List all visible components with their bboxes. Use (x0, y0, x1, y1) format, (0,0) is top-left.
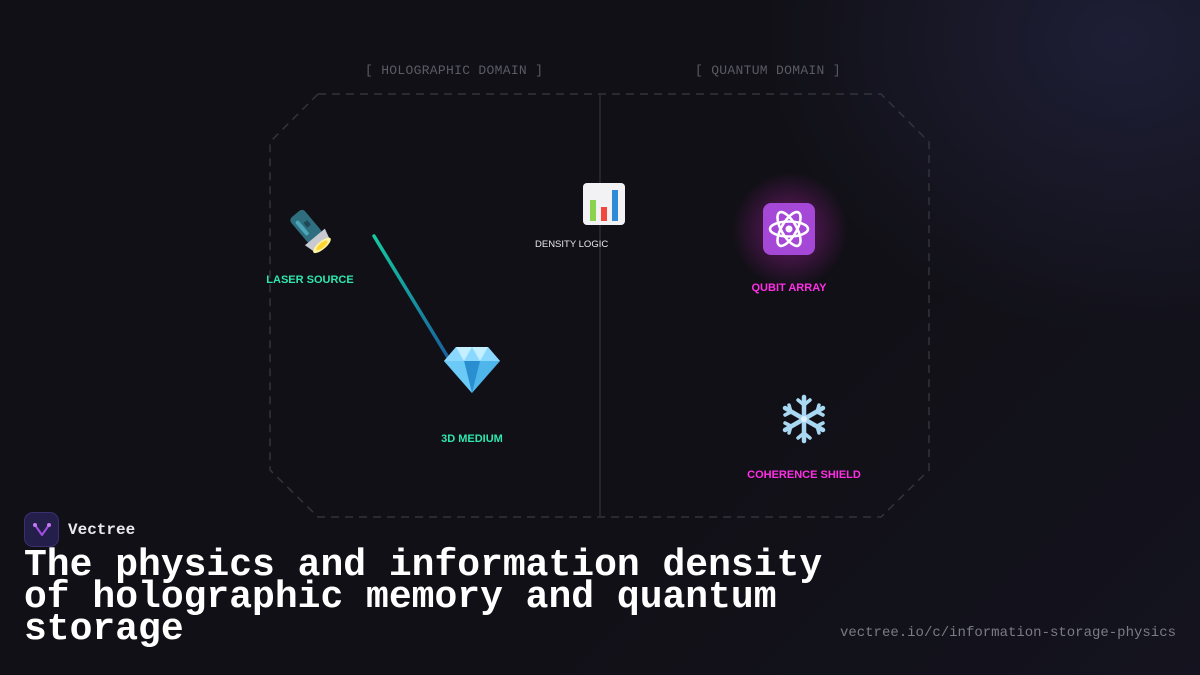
vectree-logo-icon (24, 512, 59, 547)
coherence-shield-node: COHERENCE SHIELD (734, 394, 874, 481)
coherence-shield-label: COHERENCE SHIELD (747, 469, 861, 481)
laser-source-label: LASER SOURCE (266, 274, 354, 286)
laser-source-node: LASER SOURCE (250, 200, 370, 286)
page-title: The physics and information density of h… (24, 544, 823, 651)
3d-medium-node: 3D MEDIUM (417, 343, 527, 445)
brand: Vectree (24, 512, 135, 547)
snowflake-icon (734, 394, 874, 448)
flashlight-icon (250, 200, 370, 260)
atom-icon (729, 202, 849, 260)
diagram-frame (269, 93, 930, 518)
3d-medium-label: 3D MEDIUM (441, 433, 503, 445)
laser-beam (372, 234, 454, 366)
quantum-domain-label: [ QUANTUM DOMAIN ] (695, 63, 841, 78)
octagon-frame (269, 93, 930, 518)
density-logic-label: DENSITY LOGIC (535, 239, 609, 250)
gem-icon (417, 343, 527, 399)
diagram: [ HOLOGRAPHIC DOMAIN ] [ QUANTUM DOMAIN … (250, 63, 930, 518)
source-url: vectree.io/c/information-storage-physics (839, 625, 1176, 641)
brand-name: Vectree (68, 520, 136, 539)
holographic-domain-label: [ HOLOGRAPHIC DOMAIN ] (365, 63, 544, 78)
density-logic-node: DENSITY LOGIC (535, 182, 626, 250)
bar-chart-icon (582, 182, 626, 230)
qubit-array-label: QUBIT ARRAY (751, 282, 827, 294)
qubit-array-node: QUBIT ARRAY (729, 202, 849, 294)
